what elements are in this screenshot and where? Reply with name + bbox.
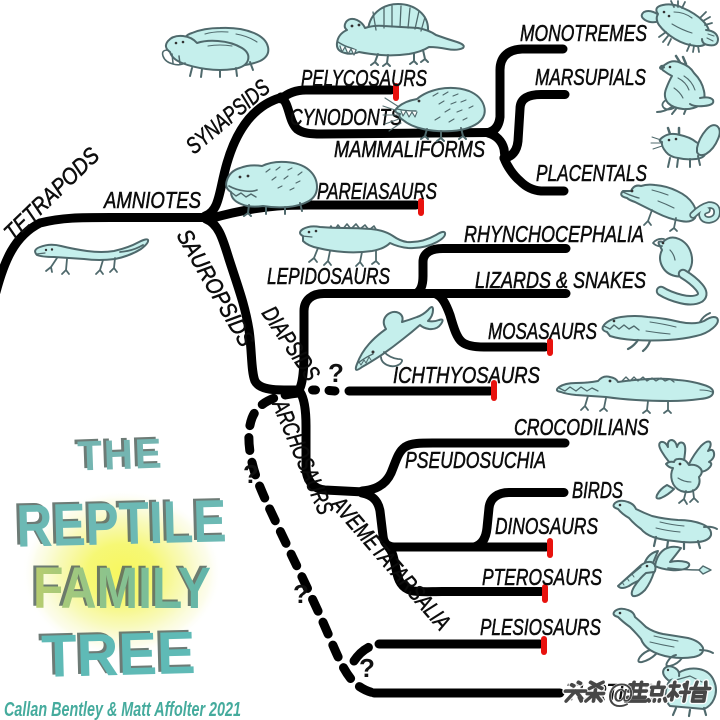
svg-text:?: ? [293, 579, 309, 609]
svg-text:TREE: TREE [38, 617, 194, 688]
svg-text:PAREIASAURS: PAREIASAURS [317, 178, 437, 204]
svg-text:THE: THE [74, 428, 162, 478]
svg-text:SAUROPSIDS: SAUROPSIDS [172, 225, 260, 352]
svg-text:BIRDS: BIRDS [572, 477, 623, 503]
svg-text:SYNAPSIDS: SYNAPSIDS [181, 74, 275, 159]
svg-text:REPTILE: REPTILE [16, 487, 228, 559]
svg-text:CROCODILIANS: CROCODILIANS [514, 414, 649, 440]
svg-text:LEPIDOSAURS: LEPIDOSAURS [267, 263, 390, 289]
svg-text:Callan Bentley & Matt Affolter: Callan Bentley & Matt Affolter 2021 [4, 699, 241, 720]
svg-text:REPTILE: REPTILE [13, 485, 225, 557]
svg-text:MAMMALIFORMS: MAMMALIFORMS [334, 136, 486, 162]
svg-text:THE: THE [77, 430, 165, 480]
svg-text:MONOTREMES: MONOTREMES [520, 20, 647, 46]
svg-text:@: @ [607, 679, 633, 709]
svg-text:?: ? [359, 653, 375, 683]
svg-text:?: ? [328, 358, 344, 388]
svg-text:LIZARDS & SNAKES: LIZARDS & SNAKES [475, 267, 647, 293]
svg-text:PSEUDOSUCHIA: PSEUDOSUCHIA [405, 447, 546, 473]
svg-text:PTEROSAURS: PTEROSAURS [482, 564, 602, 590]
svg-text:PLACENTALS: PLACENTALS [536, 160, 647, 186]
svg-text:DINOSAURS: DINOSAURS [495, 513, 598, 539]
svg-text:?: ? [243, 459, 259, 489]
svg-text:PLESIOSAURS: PLESIOSAURS [480, 614, 601, 640]
svg-text:CYNODONTS: CYNODONTS [290, 104, 403, 130]
svg-text:TETRAPODS: TETRAPODS [0, 142, 105, 246]
svg-text:MARSUPIALS: MARSUPIALS [535, 64, 646, 90]
svg-text:AMNIOTES: AMNIOTES [102, 187, 201, 213]
svg-text:FAMILY: FAMILY [30, 554, 208, 619]
svg-text:AVEMETATARSALIA: AVEMETATARSALIA [325, 490, 456, 635]
svg-text:RHYNCHOCEPHALIA: RHYNCHOCEPHALIA [464, 221, 644, 247]
svg-text:PELYCOSAURS: PELYCOSAURS [301, 65, 427, 91]
svg-text:TREE: TREE [41, 619, 197, 690]
svg-text:MOSASAURS: MOSASAURS [488, 318, 597, 344]
svg-text:FAMILY: FAMILY [33, 556, 211, 621]
svg-text:DIAPSIDS: DIAPSIDS [257, 301, 326, 386]
svg-text:ICHTHYOSAURS: ICHTHYOSAURS [393, 362, 541, 388]
